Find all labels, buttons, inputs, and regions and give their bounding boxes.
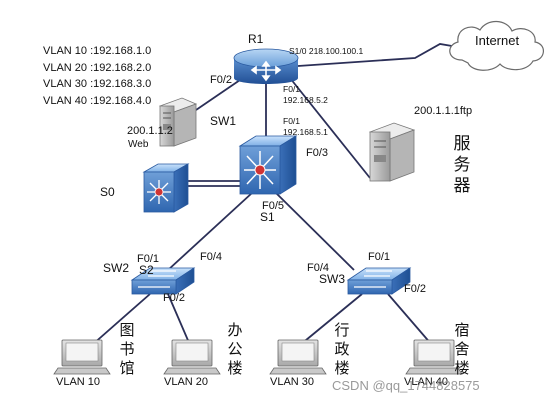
sw2-f04-label: F0/4	[200, 251, 223, 263]
core-f01-label: F0/1	[283, 116, 301, 126]
link-core-sw3	[275, 192, 355, 271]
vlan-subnet-10: VLAN 10 :192.168.1.0	[43, 45, 152, 57]
vlan-subnet-30: VLAN 30 :192.168.3.0	[43, 78, 152, 90]
router-f01-ip-label: 192.168.5.2	[283, 95, 328, 105]
core-switch-sw1-icon	[238, 135, 298, 195]
vlan-subnet-list: VLAN 10 :192.168.1.0 VLAN 20 :192.168.2.…	[43, 43, 151, 109]
link-sw2-pc10	[91, 293, 151, 346]
building-dormitory-label: 宿 舍 楼	[454, 321, 470, 377]
ftp-server-name-label: 服 务 器	[453, 134, 471, 196]
building-office-label: 办 公 楼	[227, 321, 243, 377]
web-server-ip-label: 200.1.1.2	[127, 125, 173, 137]
link-sw3-pc40	[387, 293, 433, 346]
pc-vlan30-icon	[269, 339, 327, 375]
sw2-f02-label: F0/2	[163, 292, 186, 304]
csdn-watermark: CSDN @qq_1744828575	[332, 378, 480, 393]
pc-vlan30-label: VLAN 30	[270, 376, 315, 388]
core-f05-label: F0/5	[262, 200, 285, 212]
sw2-name-label: SW2	[103, 261, 130, 275]
web-server-icon	[158, 97, 198, 147]
s0-label: S0	[100, 185, 115, 199]
links	[91, 43, 453, 346]
sw3-f02-label: F0/2	[404, 283, 427, 295]
link-core-sw2	[167, 192, 253, 271]
internet-cloud-icon	[449, 20, 544, 71]
switch-s0-icon	[142, 163, 190, 213]
link-r1-ftp-server	[289, 77, 371, 179]
vlan-subnet-20: VLAN 20 :192.168.2.0	[43, 61, 152, 74]
sw2-overlap-label: S2	[139, 263, 154, 277]
pc-vlan10-icon	[53, 339, 111, 375]
ftp-server-ip-label: 200.1.1.1ftp	[414, 105, 473, 117]
link-sw3-pc30	[299, 293, 363, 346]
router-f02-label: F0/2	[210, 74, 233, 86]
pc-vlan20-icon	[163, 339, 221, 375]
switch-sw3-icon	[346, 267, 412, 295]
router-name-label: R1	[248, 32, 264, 46]
link-r1-web-server	[195, 79, 241, 111]
pc-vlan40-label: VLAN 40	[404, 376, 449, 388]
sw3-name-label: SW3	[319, 272, 346, 286]
vlan-subnet-40: VLAN 40 :192.168.4.0	[43, 94, 152, 107]
router-r1-icon	[233, 48, 299, 84]
building-library-label: 图 书 馆	[119, 321, 135, 377]
core-f03-label: F0/3	[306, 147, 329, 159]
web-server-name-label: Web	[128, 139, 149, 150]
router-s10-label: S1/0 218.100.100.1	[289, 46, 364, 56]
ftp-server-icon	[368, 122, 416, 182]
pc-vlan40-icon	[405, 339, 463, 375]
pc-vlan20-label: VLAN 20	[164, 376, 209, 388]
sw2-f01-label: F0/1	[137, 253, 160, 265]
router-f01-label: F0/1	[283, 84, 301, 94]
sw1-label: SW1	[210, 114, 237, 128]
building-admin-label: 行 政 楼	[334, 321, 350, 377]
s1-label: S1	[260, 210, 275, 224]
pc-vlan10-label: VLAN 10	[56, 376, 101, 388]
link-sw2-pc20	[167, 293, 191, 346]
internet-label: Internet	[475, 33, 520, 48]
link-r1-internet	[297, 43, 453, 67]
core-f01-ip-label: 192.168.5.1	[283, 127, 328, 137]
switch-sw2-icon	[130, 267, 196, 295]
sw3-f01-label: F0/1	[368, 251, 391, 263]
sw3-f04-label: F0/4	[307, 262, 330, 274]
